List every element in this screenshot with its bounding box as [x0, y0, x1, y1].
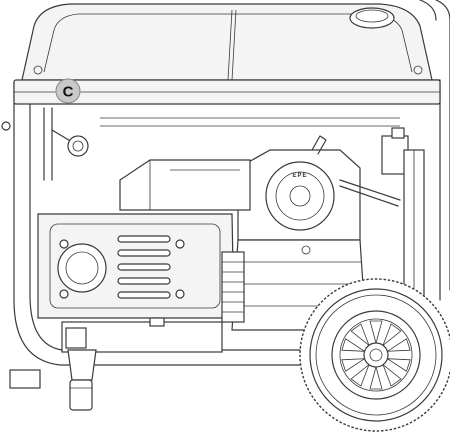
- louver: [117, 291, 171, 299]
- alternator-cover: [37, 213, 235, 319]
- fuel-cap: [349, 7, 395, 29]
- louver: [117, 235, 171, 243]
- base-tray: [61, 317, 223, 353]
- side-post: [403, 149, 425, 301]
- callout-c-badge: C: [55, 78, 81, 104]
- support-leg: [67, 349, 97, 411]
- wheel-hub: [363, 342, 389, 368]
- rubber-foot: [69, 379, 93, 411]
- air-vent: [57, 243, 107, 293]
- wheel: [299, 278, 450, 432]
- fuel-tank: [21, 3, 433, 81]
- louver: [117, 249, 171, 257]
- frame-foot: [9, 369, 41, 389]
- cooling-fins: [221, 251, 245, 323]
- frame-bolt: [1, 121, 11, 131]
- engine-emblem: EPE: [292, 173, 307, 179]
- fuel-valve: [67, 135, 89, 157]
- louver: [117, 263, 171, 271]
- fuel-line: [43, 107, 400, 181]
- top-rail: [13, 65, 441, 105]
- frame: [1, 0, 450, 389]
- callout-c-label: C: [63, 84, 74, 101]
- wheel-spokes: [341, 320, 411, 390]
- muffler: [119, 159, 251, 211]
- louver: [117, 277, 171, 285]
